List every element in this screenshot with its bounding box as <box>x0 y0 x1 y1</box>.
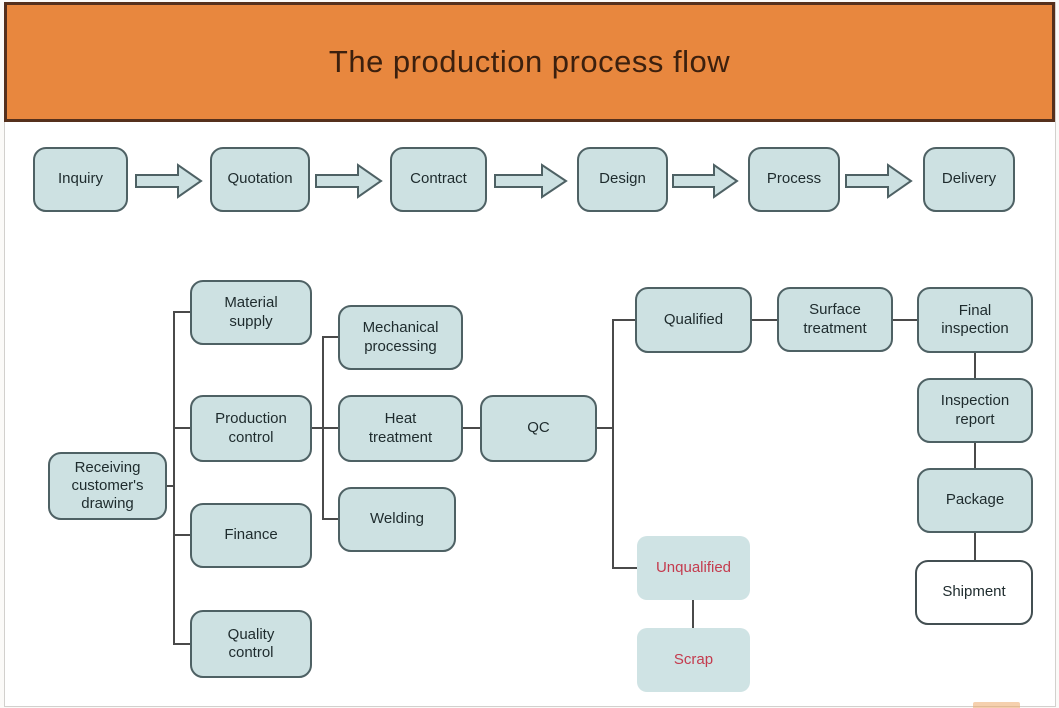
connector-branch-finance <box>175 534 190 536</box>
connector-branch-welding <box>324 518 338 520</box>
connector-trunk-right <box>612 319 614 569</box>
connector-trunk-middle <box>322 336 324 520</box>
connector-branch-production-control <box>175 427 190 429</box>
page-title: The production process flow <box>328 44 731 79</box>
node-receiving-customers-drawing: Receiving customer's drawing <box>48 452 167 520</box>
connector-branch-unqualified <box>614 567 637 569</box>
node-quality-control: Quality control <box>190 610 312 678</box>
connector-package-shipment <box>974 533 976 560</box>
node-scrap: Scrap <box>637 628 750 692</box>
node-qc: QC <box>480 395 597 462</box>
node-production-control: Production control <box>190 395 312 462</box>
connector-receiving-trunk <box>167 485 175 487</box>
connector-branch-mechanical-processing <box>324 336 338 338</box>
step-delivery: Delivery <box>923 147 1015 212</box>
connector-unqualified-scrap <box>692 600 694 628</box>
connector-branch-quality-control <box>175 643 190 645</box>
step-design: Design <box>577 147 668 212</box>
connector-qc-trunk <box>597 427 614 429</box>
connector-final-report <box>974 353 976 378</box>
step-contract: Contract <box>390 147 487 212</box>
node-finance: Finance <box>190 503 312 568</box>
connector-surface-final <box>893 319 917 321</box>
connector-qualified-surface <box>752 319 777 321</box>
node-package: Package <box>917 468 1033 533</box>
node-material-supply: Material supply <box>190 280 312 345</box>
node-heat-treatment: Heat treatment <box>338 395 463 462</box>
right-arrow-icon <box>494 163 568 199</box>
node-welding: Welding <box>338 487 456 552</box>
connector-branch-heat-treatment <box>324 427 338 429</box>
connector-report-package <box>974 443 976 468</box>
connector-branch-material-supply <box>175 311 190 313</box>
right-arrow-icon <box>135 163 203 199</box>
header-banner: The production process flow <box>4 2 1055 122</box>
cropped-orange-fragment <box>973 702 1020 708</box>
node-surface-treatment: Surface treatment <box>777 287 893 352</box>
connector-branch-qualified <box>614 319 635 321</box>
node-mechanical-processing: Mechanical processing <box>338 305 463 370</box>
node-unqualified: Unqualified <box>637 536 750 600</box>
right-arrow-icon <box>845 163 913 199</box>
connector-heat-qc <box>463 427 480 429</box>
node-qualified: Qualified <box>635 287 752 353</box>
step-quotation: Quotation <box>210 147 310 212</box>
node-shipment: Shipment <box>915 560 1033 625</box>
node-inspection-report: Inspection report <box>917 378 1033 443</box>
step-process: Process <box>748 147 840 212</box>
connector-production-trunk <box>312 427 324 429</box>
connector-trunk-left <box>173 311 175 645</box>
node-final-inspection: Final inspection <box>917 287 1033 353</box>
right-arrow-icon <box>315 163 383 199</box>
step-inquiry: Inquiry <box>33 147 128 212</box>
right-arrow-icon <box>672 163 739 199</box>
